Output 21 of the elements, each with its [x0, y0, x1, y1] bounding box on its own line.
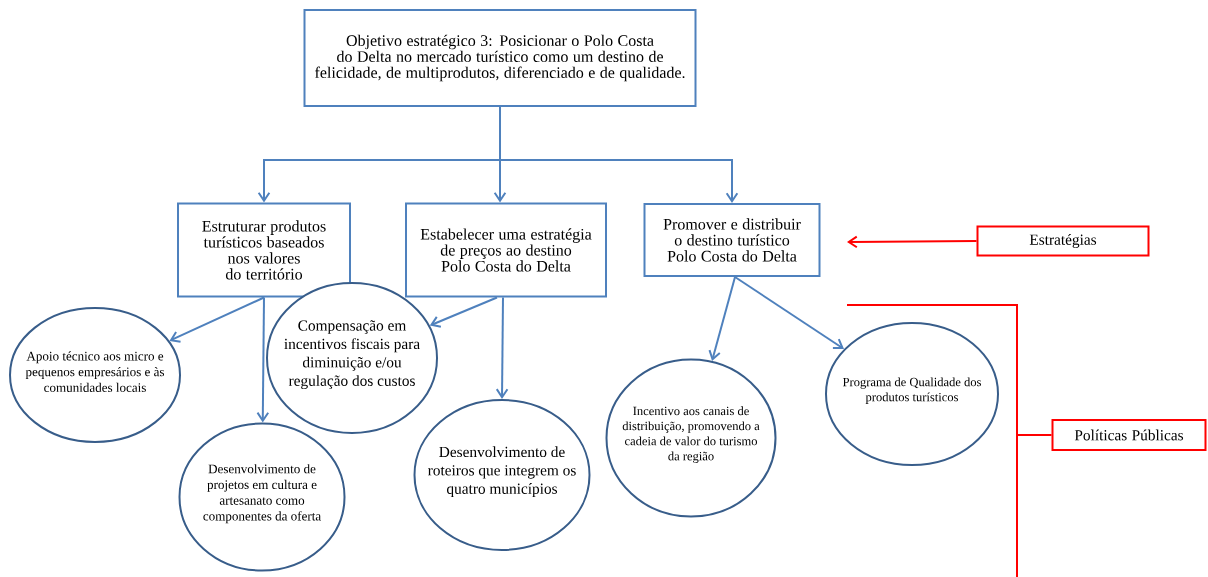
process-box: Estabelecer uma estratégia de preços ao destino Polo Costa do Delta	[405, 202, 607, 298]
arrow	[734, 276, 845, 350]
ellipse-node: Incentivo aos canais de distribuição, promovendo a cadeia de valor do turismo da região	[605, 358, 777, 518]
label-box: Políticas Públicas	[1051, 419, 1207, 451]
arrow	[429, 296, 498, 328]
arrow	[256, 296, 270, 423]
bracket-line	[846, 304, 1053, 577]
process-box: Objetivo estratégico 3: Posicionar o Polo Costa do Delta no mercado turístico como um destino de felicidade, de multiprodutos, diferenciado e de qualidade.	[303, 9, 697, 107]
arrow	[499, 106, 739, 203]
process-box: Estruturar produtos turísticos baseados nos valores do território	[177, 202, 351, 298]
arrow	[708, 276, 736, 361]
process-box: Promover e distribuir o destino turístico Polo Costa do Delta	[643, 203, 821, 277]
ellipse-node: Apoio técnico aos micro e pequenos empresários e às comunidades locais	[9, 307, 181, 443]
ellipse-node: Compensação em incentivos fiscais para diminuição e/ou regulação dos custos	[266, 282, 438, 434]
arrow	[495, 296, 509, 399]
ellipse-node: Programa de Qualidade dos produtos turísticos	[825, 322, 999, 466]
ellipse-node: Desenvolvimento de projetos em cultura e artesanato como componentes da oferta	[178, 422, 346, 572]
arrow	[169, 296, 265, 343]
label-box: Estratégias	[976, 225, 1150, 257]
ellipse-node: Desenvolvimento de roteiros que integrem os quatro municípios	[413, 399, 591, 551]
arrow	[847, 235, 978, 249]
